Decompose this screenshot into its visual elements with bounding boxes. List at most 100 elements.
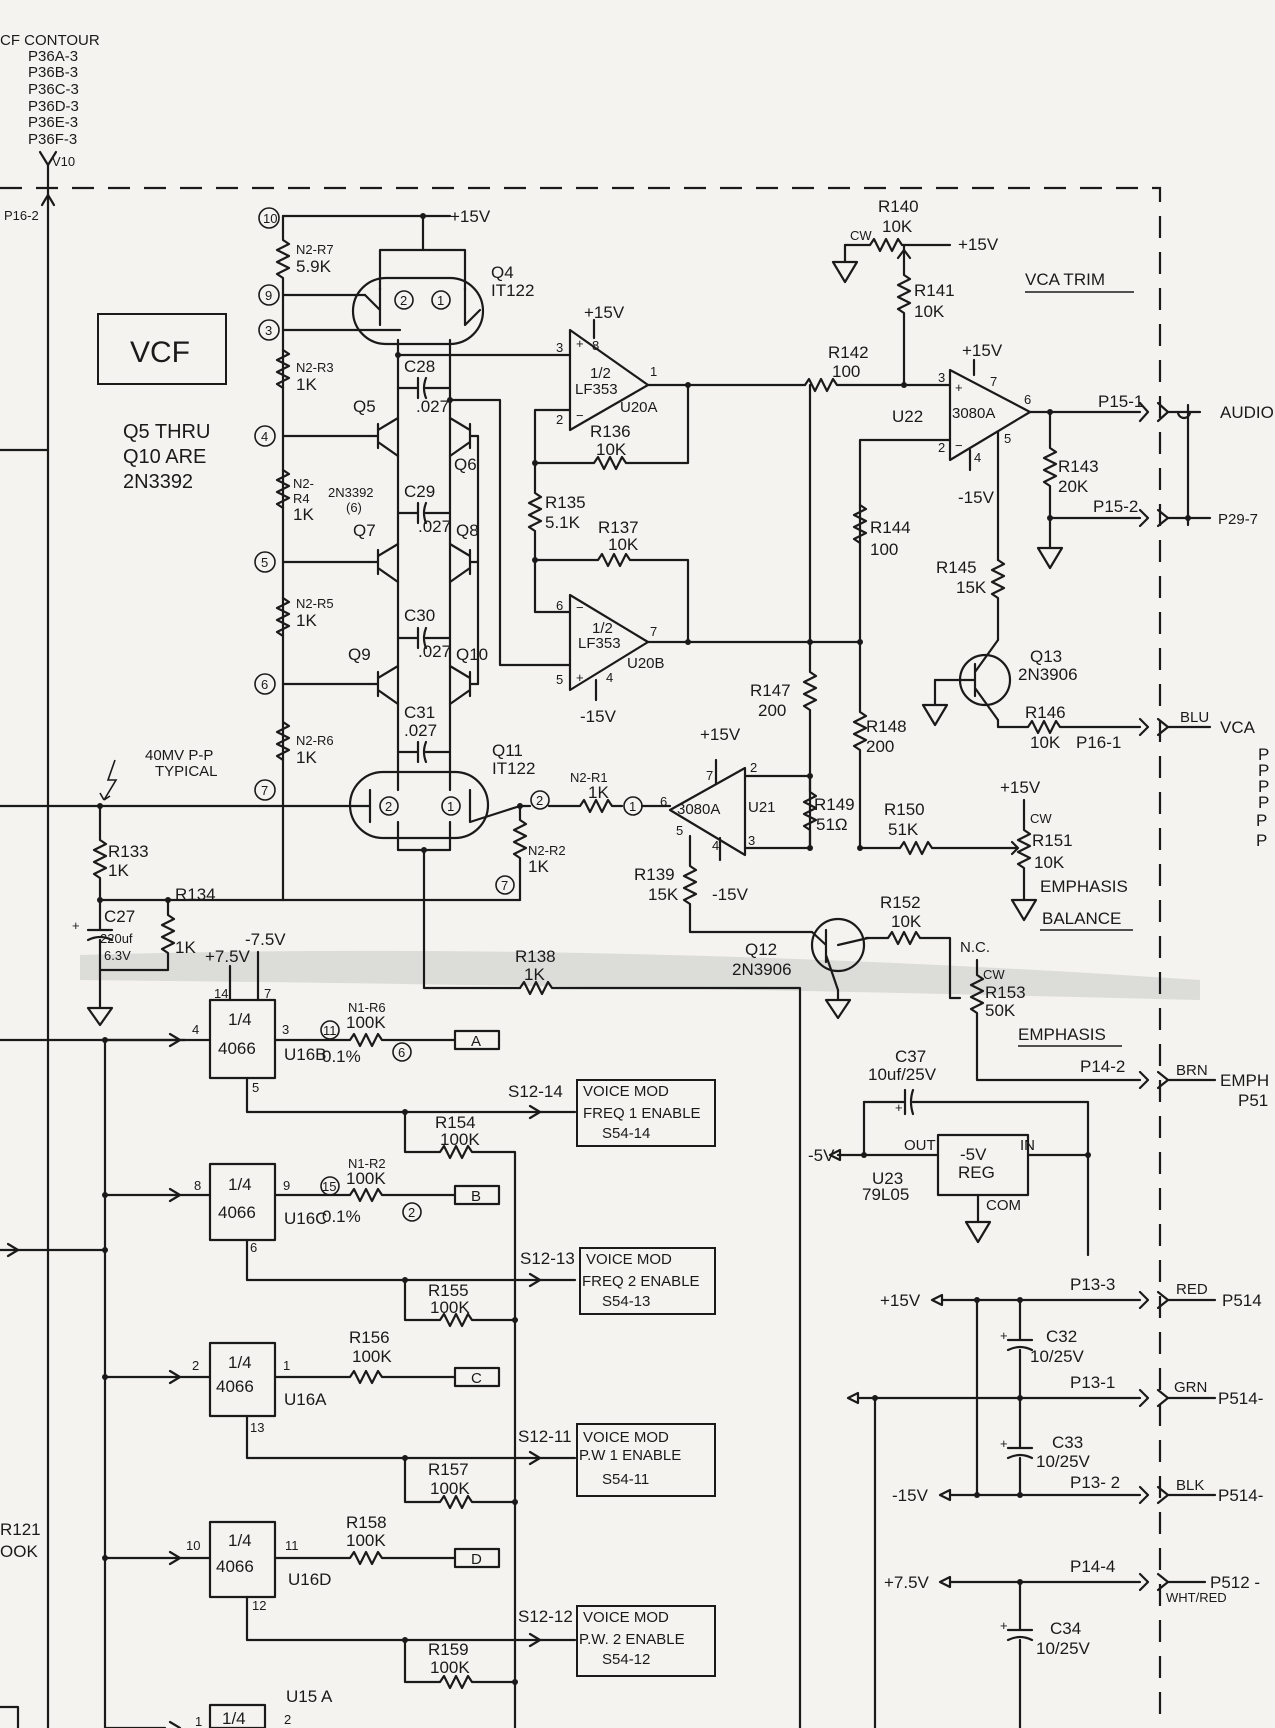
svg-text:-15V: -15V bbox=[580, 707, 617, 726]
svg-text:U21: U21 bbox=[748, 799, 776, 816]
svg-text:C32: C32 bbox=[1046, 1327, 1077, 1346]
svg-text:R153: R153 bbox=[985, 983, 1026, 1002]
svg-text:S54-11: S54-11 bbox=[602, 1471, 649, 1488]
svg-text:+: + bbox=[1000, 1618, 1008, 1633]
svg-text:20K: 20K bbox=[1058, 477, 1089, 496]
svg-text:-5V: -5V bbox=[960, 1145, 987, 1164]
svg-text:N2-: N2- bbox=[293, 476, 314, 491]
svg-text:Q5: Q5 bbox=[353, 397, 376, 416]
svg-text:COM: COM bbox=[986, 1197, 1021, 1214]
svg-text:R139: R139 bbox=[634, 865, 675, 884]
svg-text:BLU: BLU bbox=[1180, 709, 1209, 726]
svg-text:4: 4 bbox=[261, 429, 268, 444]
svg-text:10: 10 bbox=[186, 1538, 200, 1553]
svg-text:P514: P514 bbox=[1222, 1291, 1262, 1310]
svg-text:.027: .027 bbox=[404, 721, 437, 740]
svg-text:WHT/RED: WHT/RED bbox=[1166, 1590, 1227, 1605]
svg-text:S54-12: S54-12 bbox=[602, 1651, 650, 1668]
svg-text:P14-2: P14-2 bbox=[1080, 1057, 1125, 1076]
svg-text:200: 200 bbox=[758, 701, 786, 720]
svg-text:14: 14 bbox=[214, 986, 228, 1001]
svg-text:6: 6 bbox=[556, 598, 563, 613]
svg-text:GRN: GRN bbox=[1174, 1379, 1207, 1396]
svg-text:100K: 100K bbox=[346, 1013, 386, 1032]
voice-mod-1: S12-14 VOICE MOD FREQ 1 ENABLE S54-14 bbox=[508, 1079, 716, 1147]
svg-text:P16-1: P16-1 bbox=[1076, 733, 1121, 752]
svg-text:10K: 10K bbox=[1034, 853, 1065, 872]
svg-text:+: + bbox=[576, 670, 584, 685]
svg-text:C: C bbox=[471, 1370, 482, 1387]
svg-text:N2-R1: N2-R1 bbox=[570, 770, 608, 785]
svg-text:Q4: Q4 bbox=[491, 263, 514, 282]
svg-text:2N3392: 2N3392 bbox=[328, 485, 374, 500]
svg-text:1: 1 bbox=[650, 364, 657, 379]
svg-text:6: 6 bbox=[398, 1045, 405, 1060]
smudge-band bbox=[80, 950, 1200, 1000]
svg-text:15K: 15K bbox=[956, 578, 987, 597]
svg-text:6: 6 bbox=[1024, 392, 1031, 407]
svg-text:1/2: 1/2 bbox=[590, 365, 611, 382]
svg-text:EMPHASIS: EMPHASIS bbox=[1040, 877, 1128, 896]
svg-text:R140: R140 bbox=[878, 197, 919, 216]
ladder-nodes: 10 9 3 4 5 6 7 bbox=[254, 207, 280, 801]
voice-mod-3: S12-11 VOICE MOD P.W 1 ENABLE S54-11 bbox=[518, 1423, 716, 1497]
svg-text:2N3392: 2N3392 bbox=[123, 471, 193, 493]
svg-text:220uf: 220uf bbox=[100, 931, 133, 946]
svg-text:1K: 1K bbox=[296, 748, 317, 767]
svg-text:2: 2 bbox=[400, 293, 407, 308]
svg-text:FREQ 1 ENABLE: FREQ 1 ENABLE bbox=[583, 1105, 701, 1122]
svg-text:S12-13: S12-13 bbox=[520, 1249, 575, 1268]
svg-text:10: 10 bbox=[263, 211, 277, 226]
svg-text:3: 3 bbox=[282, 1022, 289, 1037]
svg-text:P51: P51 bbox=[1238, 1091, 1268, 1110]
svg-text:S12-14: S12-14 bbox=[508, 1082, 563, 1101]
svg-text:C29: C29 bbox=[404, 482, 435, 501]
svg-text:1/2: 1/2 bbox=[592, 620, 613, 637]
svg-text:−: − bbox=[955, 438, 963, 453]
svg-text:1: 1 bbox=[283, 1358, 290, 1373]
svg-text:CW: CW bbox=[1030, 811, 1052, 826]
svg-text:P512 -: P512 - bbox=[1210, 1573, 1260, 1592]
svg-text:100K: 100K bbox=[430, 1658, 470, 1677]
svg-text:U16B: U16B bbox=[284, 1045, 327, 1064]
svg-text:AUDIO: AUDIO bbox=[1220, 403, 1274, 422]
svg-text:2: 2 bbox=[385, 799, 392, 814]
svg-text:Q8: Q8 bbox=[456, 521, 479, 540]
svg-text:C28: C28 bbox=[404, 357, 435, 376]
svg-text:2: 2 bbox=[408, 1205, 415, 1220]
header-labels: CF CONTOUR P36A-3 P36B-3 P36C-3 P36D-3 P… bbox=[0, 32, 100, 223]
svg-text:VOICE MOD: VOICE MOD bbox=[583, 1429, 669, 1446]
svg-text:-15V: -15V bbox=[712, 885, 749, 904]
svg-text:4066: 4066 bbox=[218, 1039, 256, 1058]
svg-text:P36D-3: P36D-3 bbox=[28, 98, 79, 115]
svg-text:11: 11 bbox=[323, 1023, 337, 1038]
svg-text:100: 100 bbox=[832, 362, 860, 381]
svg-text:2: 2 bbox=[750, 760, 757, 775]
svg-text:6: 6 bbox=[660, 794, 667, 809]
voice-mod-2: S12-13 VOICE MOD FREQ 2 ENABLE S54-13 bbox=[520, 1247, 716, 1315]
svg-text:P: P bbox=[1258, 793, 1269, 812]
svg-text:U22: U22 bbox=[892, 407, 923, 426]
svg-text:10/25V: 10/25V bbox=[1036, 1452, 1091, 1471]
svg-text:N2-R5: N2-R5 bbox=[296, 596, 334, 611]
svg-text:R141: R141 bbox=[914, 281, 955, 300]
svg-text:10K: 10K bbox=[596, 440, 627, 459]
svg-text:100K: 100K bbox=[346, 1169, 386, 1188]
svg-text:U20A: U20A bbox=[620, 399, 658, 416]
svg-text:1: 1 bbox=[629, 799, 636, 814]
svg-text:7: 7 bbox=[706, 768, 713, 783]
svg-text:VCA: VCA bbox=[1220, 718, 1256, 737]
svg-text:P16-2: P16-2 bbox=[4, 208, 39, 223]
svg-text:10K: 10K bbox=[882, 217, 913, 236]
svg-text:U16D: U16D bbox=[288, 1570, 331, 1589]
svg-text:51Ω: 51Ω bbox=[816, 815, 848, 834]
svg-text:-5V: -5V bbox=[808, 1146, 835, 1165]
svg-text:CW: CW bbox=[850, 228, 872, 243]
svg-text:100K: 100K bbox=[346, 1531, 386, 1550]
svg-text:1/4: 1/4 bbox=[228, 1010, 252, 1029]
svg-text:11: 11 bbox=[285, 1538, 299, 1553]
svg-text:0.1%: 0.1% bbox=[322, 1047, 361, 1066]
svg-text:1K: 1K bbox=[108, 861, 129, 880]
svg-text:C31: C31 bbox=[404, 703, 435, 722]
svg-text:R144: R144 bbox=[870, 518, 911, 537]
